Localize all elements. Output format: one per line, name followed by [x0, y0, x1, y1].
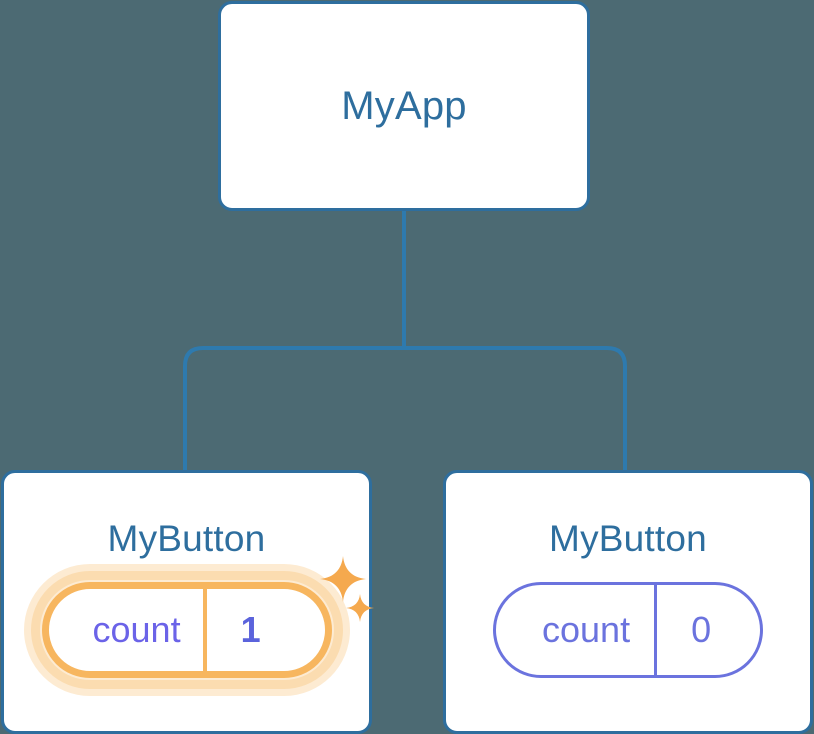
edge-root-to-child-right [404, 346, 627, 472]
state-pill-left-glow [30, 571, 343, 689]
state-pill-left[interactable]: count 1 [41, 582, 332, 678]
node-myapp-title: MyApp [341, 84, 467, 128]
node-mybutton-left-title: MyButton [107, 518, 266, 559]
state-pill-left-key: count [92, 609, 181, 650]
sparkle-group [319, 556, 384, 640]
node-mybutton-left[interactable]: MyButton count 1 [1, 470, 374, 734]
state-pill-right-value: 0 [654, 585, 745, 675]
node-myapp[interactable]: MyApp [218, 1, 590, 211]
state-pill-left-wrapper: count 1 [23, 556, 374, 696]
node-mybutton-right[interactable]: MyButton count 0 [443, 470, 813, 734]
edge-root-to-child-left [183, 346, 404, 472]
node-mybutton-right-title: MyButton [549, 518, 707, 559]
state-pill-left-value: 1 [202, 589, 295, 671]
state-pill-right-key: count [542, 609, 631, 650]
sparkle-small-icon [345, 594, 374, 622]
state-pill-right[interactable]: count 0 [493, 582, 763, 678]
state-pill-right-wrapper: count 0 [493, 582, 763, 678]
sparkle-large-icon [319, 556, 366, 602]
